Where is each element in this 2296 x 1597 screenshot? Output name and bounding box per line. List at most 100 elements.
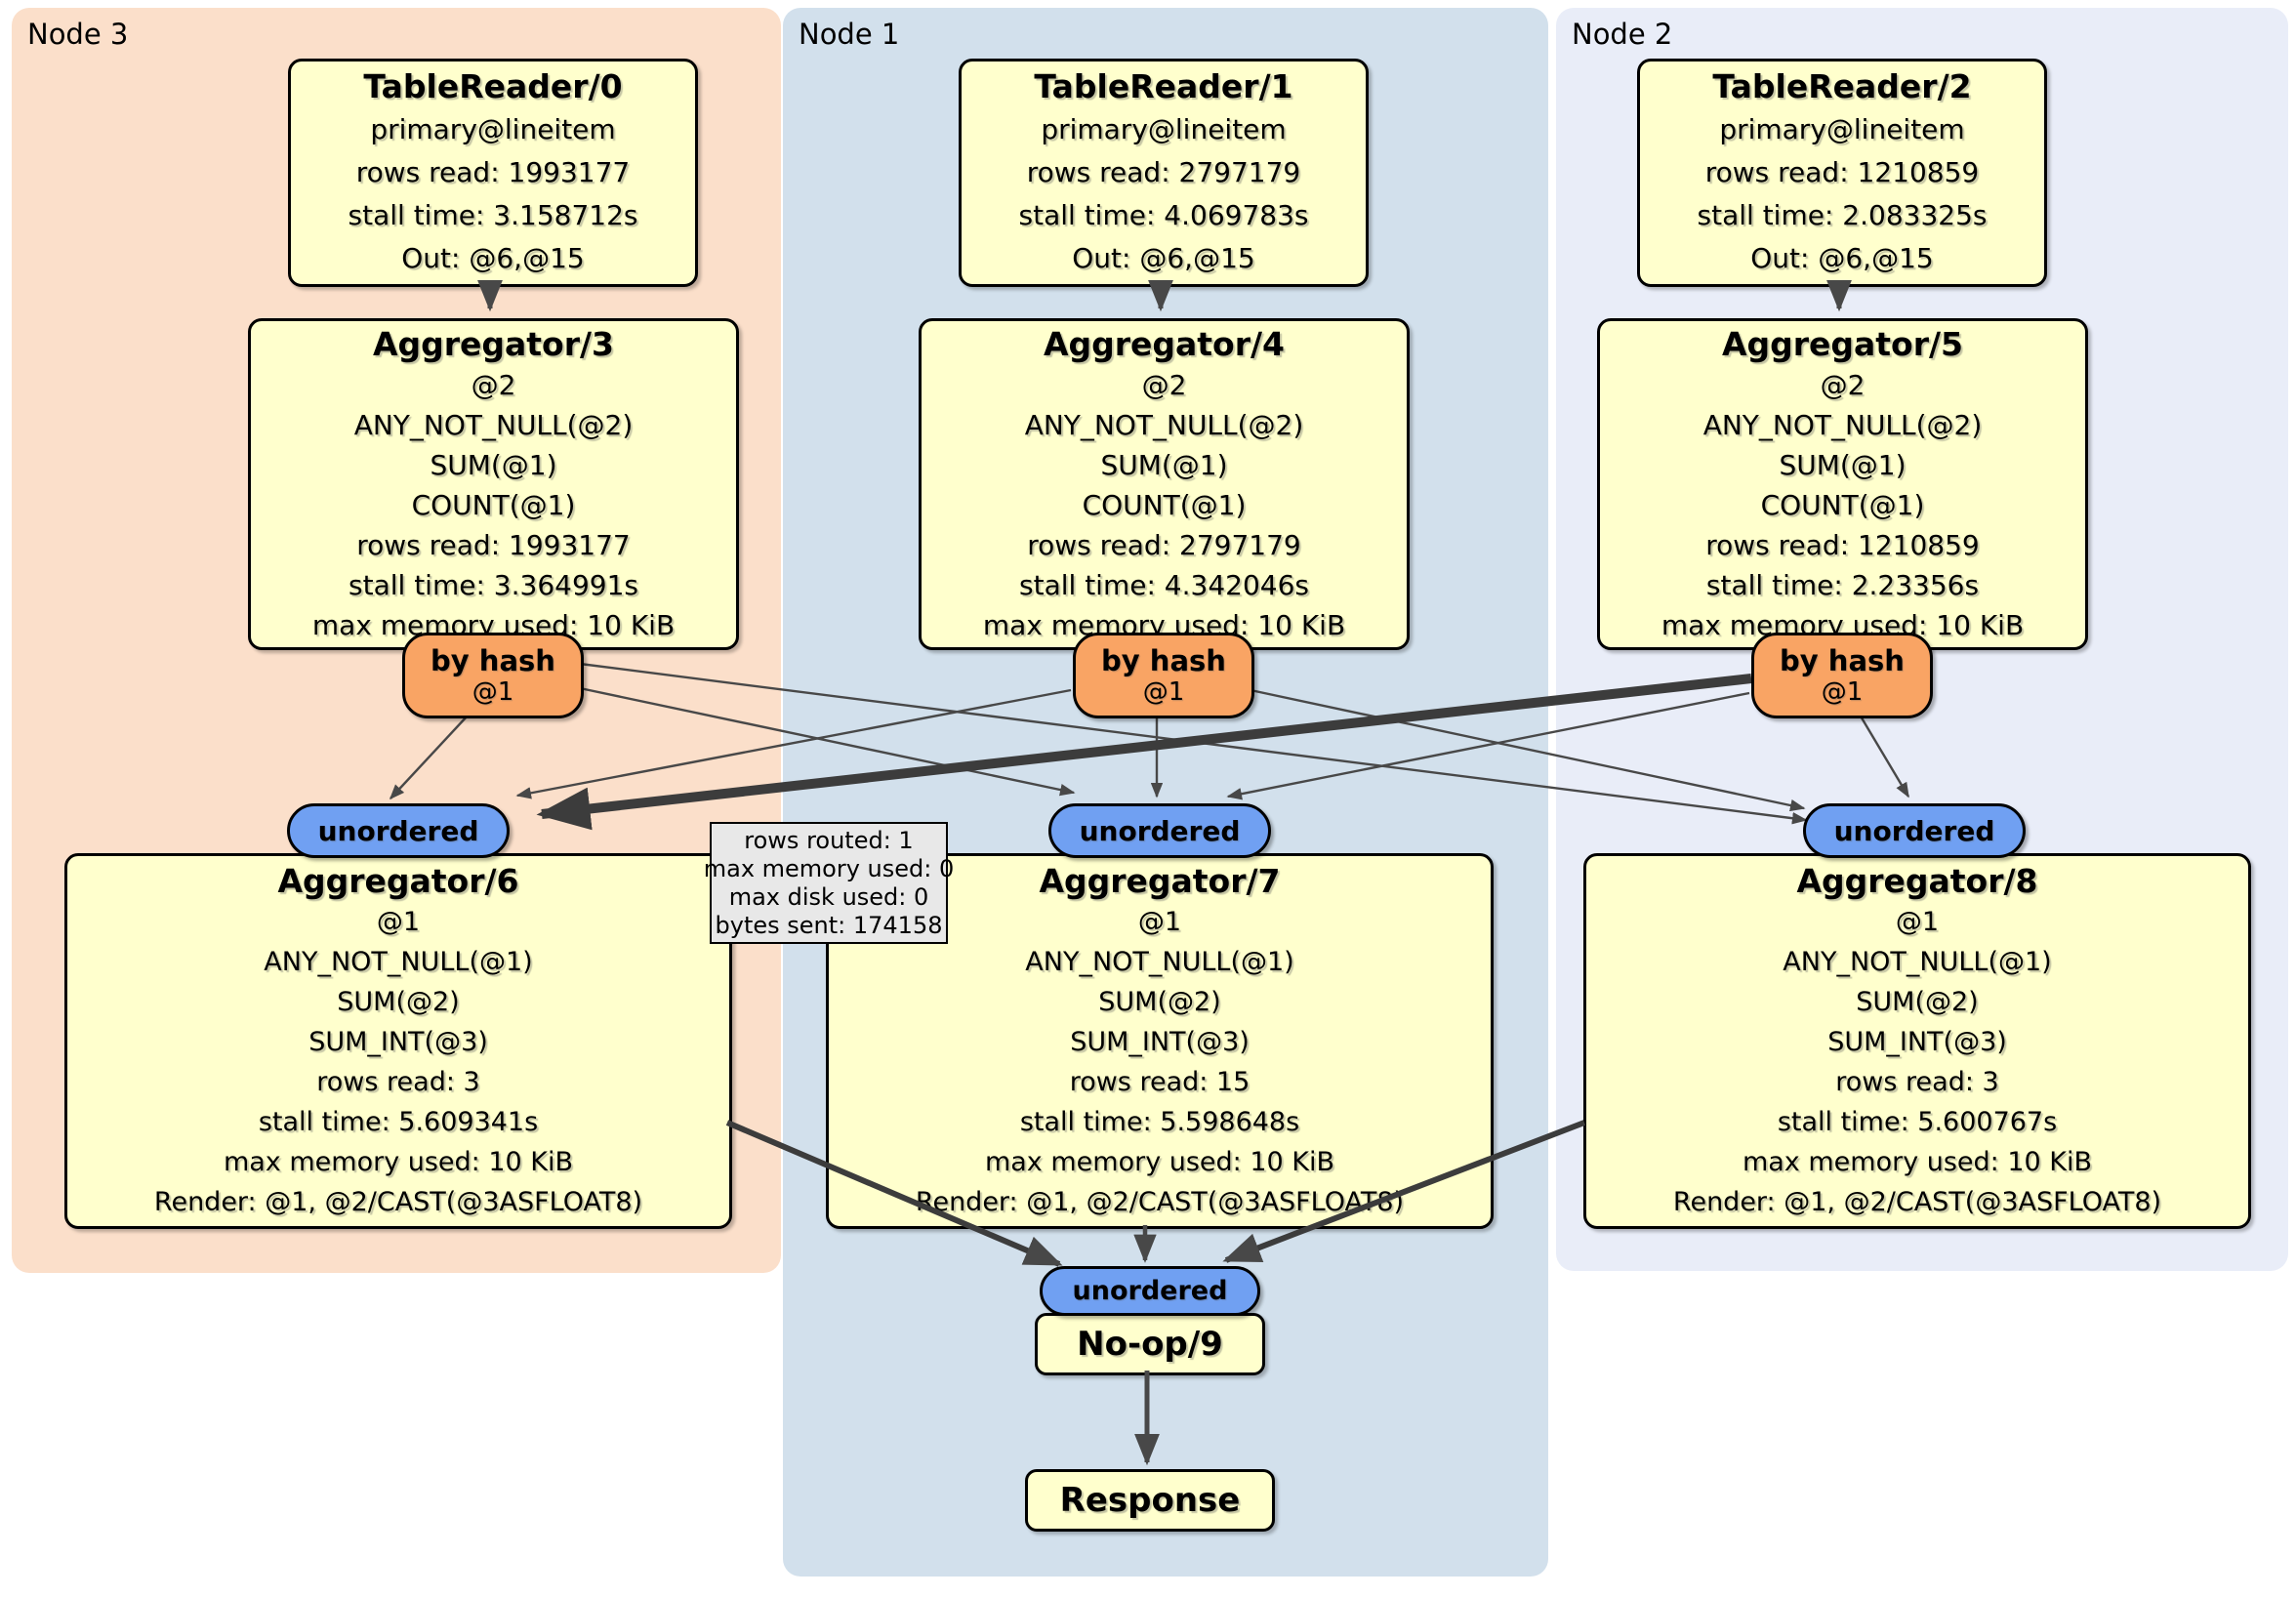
- processor-title: TableReader/0: [363, 67, 623, 105]
- processor-title: TableReader/1: [1034, 67, 1293, 105]
- processor-detail: rows read: 2797179: [1027, 529, 1301, 561]
- processor-detail: SUM(@1): [1779, 449, 1906, 481]
- tooltip-line: bytes sent: 174158: [715, 911, 943, 939]
- sync-label: unordered: [1079, 814, 1241, 847]
- router-label: by hash: [1780, 644, 1905, 677]
- processor-title: Response: [1059, 1481, 1241, 1520]
- processor-title: Aggregator/6: [277, 862, 519, 900]
- processor-detail: Render: @1, @2/CAST(@3ASFLOAT8): [1672, 1187, 2162, 1217]
- processor-noop-9[interactable]: No-op/9: [1035, 1313, 1265, 1375]
- router-hash-column: @1: [472, 677, 514, 707]
- processor-detail: @1: [1137, 907, 1182, 937]
- sync-unordered-noop9[interactable]: unordered: [1040, 1266, 1260, 1316]
- edge-agg8-to-unordered9[interactable]: [1222, 1120, 1586, 1263]
- processor-title: Aggregator/7: [1039, 862, 1281, 900]
- stream-stats-tooltip: rows routed: 1 max memory used: 0 max di…: [704, 822, 954, 944]
- panel-node-3-label: Node 3: [27, 18, 129, 51]
- processor-detail: stall time: 5.609341s: [258, 1107, 539, 1137]
- sync-unordered-agg7[interactable]: unordered: [1048, 803, 1271, 858]
- processor-title: TableReader/2: [1712, 67, 1972, 105]
- processor-detail: ANY_NOT_NULL(@2): [1024, 409, 1304, 441]
- processor-detail: rows read: 1993177: [356, 529, 631, 561]
- processor-detail: ANY_NOT_NULL(@2): [1702, 409, 1983, 441]
- processor-detail: stall time: 3.364991s: [348, 569, 638, 601]
- processor-detail: Out: @6,@15: [1072, 242, 1255, 274]
- edge-byhash3-to-unordered7[interactable]: [579, 686, 1076, 797]
- processor-title: Aggregator/8: [1796, 862, 2038, 900]
- processor-detail: rows read: 1210859: [1704, 156, 1980, 188]
- edge-byhash4-to-unordered8[interactable]: [1250, 688, 1806, 812]
- processor-detail: Out: @6,@15: [401, 242, 585, 274]
- sync-label: unordered: [317, 814, 479, 847]
- edge-byhash5-to-unordered6-highlighted[interactable]: [536, 674, 1752, 831]
- processor-detail: SUM(@2): [337, 987, 460, 1017]
- processor-detail: SUM_INT(@3): [1827, 1027, 2007, 1057]
- sync-unordered-agg8[interactable]: unordered: [1803, 803, 2026, 858]
- processor-detail: Out: @6,@15: [1750, 242, 1934, 274]
- processor-title: Aggregator/4: [1043, 325, 1286, 363]
- processor-detail: stall time: 4.069783s: [1018, 199, 1309, 231]
- processor-detail: stall time: 2.083325s: [1697, 199, 1988, 231]
- router-by-hash-3[interactable]: by hash @1: [402, 633, 584, 718]
- processor-tablereader-1[interactable]: TableReader/1 primary@lineitem rows read…: [959, 59, 1369, 287]
- edge-byhash3-to-unordered6[interactable]: [389, 714, 470, 800]
- processor-detail: rows read: 3: [1835, 1067, 1999, 1097]
- processor-detail: stall time: 3.158712s: [348, 199, 638, 231]
- processor-detail: primary@lineitem: [1041, 113, 1287, 145]
- panel-node-1-label: Node 1: [799, 18, 900, 51]
- router-hash-column: @1: [1142, 677, 1185, 707]
- processor-detail: max memory used: 10 KiB: [1742, 1147, 2093, 1177]
- processor-detail: Render: @1, @2/CAST(@3ASFLOAT8): [915, 1187, 1405, 1217]
- processor-detail: stall time: 4.342046s: [1019, 569, 1309, 601]
- processor-detail: COUNT(@1): [1760, 489, 1925, 521]
- tooltip-line: rows routed: 1: [744, 826, 914, 854]
- router-label: by hash: [430, 644, 555, 677]
- processor-detail: COUNT(@1): [411, 489, 576, 521]
- edge-byhash4-to-unordered6[interactable]: [515, 688, 1072, 799]
- processor-detail: ANY_NOT_NULL(@2): [353, 409, 634, 441]
- processor-detail: stall time: 2.23356s: [1705, 569, 1980, 601]
- processor-aggregator-8[interactable]: Aggregator/8 @1 ANY_NOT_NULL(@1) SUM(@2)…: [1583, 853, 2251, 1229]
- edge-byhash5-to-unordered8[interactable]: [1858, 714, 1910, 798]
- processor-aggregator-6[interactable]: Aggregator/6 @1 ANY_NOT_NULL(@1) SUM(@2)…: [64, 853, 732, 1229]
- processor-tablereader-2[interactable]: TableReader/2 primary@lineitem rows read…: [1637, 59, 2047, 287]
- processor-detail: rows read: 1210859: [1705, 529, 1980, 561]
- processor-detail: primary@lineitem: [370, 113, 616, 145]
- processor-detail: SUM_INT(@3): [308, 1027, 488, 1057]
- processor-detail: @1: [376, 907, 421, 937]
- processor-detail: ANY_NOT_NULL(@1): [1025, 947, 1294, 977]
- processor-detail: SUM(@1): [1100, 449, 1228, 481]
- sync-label: unordered: [1833, 814, 1995, 847]
- processor-detail: @2: [1141, 369, 1187, 401]
- processor-detail: primary@lineitem: [1719, 113, 1965, 145]
- processor-detail: ANY_NOT_NULL(@1): [264, 947, 533, 977]
- panel-node-2-label: Node 2: [1572, 18, 1673, 51]
- sync-label: unordered: [1072, 1276, 1228, 1306]
- processor-detail: @2: [1820, 369, 1866, 401]
- processor-detail: ANY_NOT_NULL(@1): [1783, 947, 2052, 977]
- processor-detail: SUM(@1): [430, 449, 557, 481]
- processor-detail: COUNT(@1): [1082, 489, 1247, 521]
- router-by-hash-4[interactable]: by hash @1: [1073, 633, 1254, 718]
- router-by-hash-5[interactable]: by hash @1: [1751, 633, 1933, 718]
- processor-response[interactable]: Response: [1025, 1469, 1275, 1532]
- edge-byhash5-to-unordered7[interactable]: [1226, 691, 1750, 800]
- processor-detail: rows read: 2797179: [1026, 156, 1301, 188]
- processor-detail: SUM_INT(@3): [1070, 1027, 1250, 1057]
- processor-aggregator-5[interactable]: Aggregator/5 @2 ANY_NOT_NULL(@2) SUM(@1)…: [1597, 318, 2088, 650]
- processor-detail: Render: @1, @2/CAST(@3ASFLOAT8): [153, 1187, 643, 1217]
- processor-detail: rows read: 15: [1069, 1067, 1250, 1097]
- processor-detail: max memory used: 10 KiB: [984, 1147, 1335, 1177]
- processor-title: Aggregator/5: [1721, 325, 1964, 363]
- processor-detail: SUM(@2): [1098, 987, 1221, 1017]
- tooltip-line: max memory used: 0: [703, 854, 955, 882]
- processor-detail: @2: [471, 369, 516, 401]
- processor-title: No-op/9: [1077, 1325, 1223, 1364]
- edge-agg6-to-unordered9[interactable]: [725, 1120, 1063, 1267]
- router-label: by hash: [1101, 644, 1226, 677]
- sync-unordered-agg6[interactable]: unordered: [287, 803, 510, 858]
- processor-detail: stall time: 5.598648s: [1019, 1107, 1300, 1137]
- processor-detail: rows read: 3: [316, 1067, 480, 1097]
